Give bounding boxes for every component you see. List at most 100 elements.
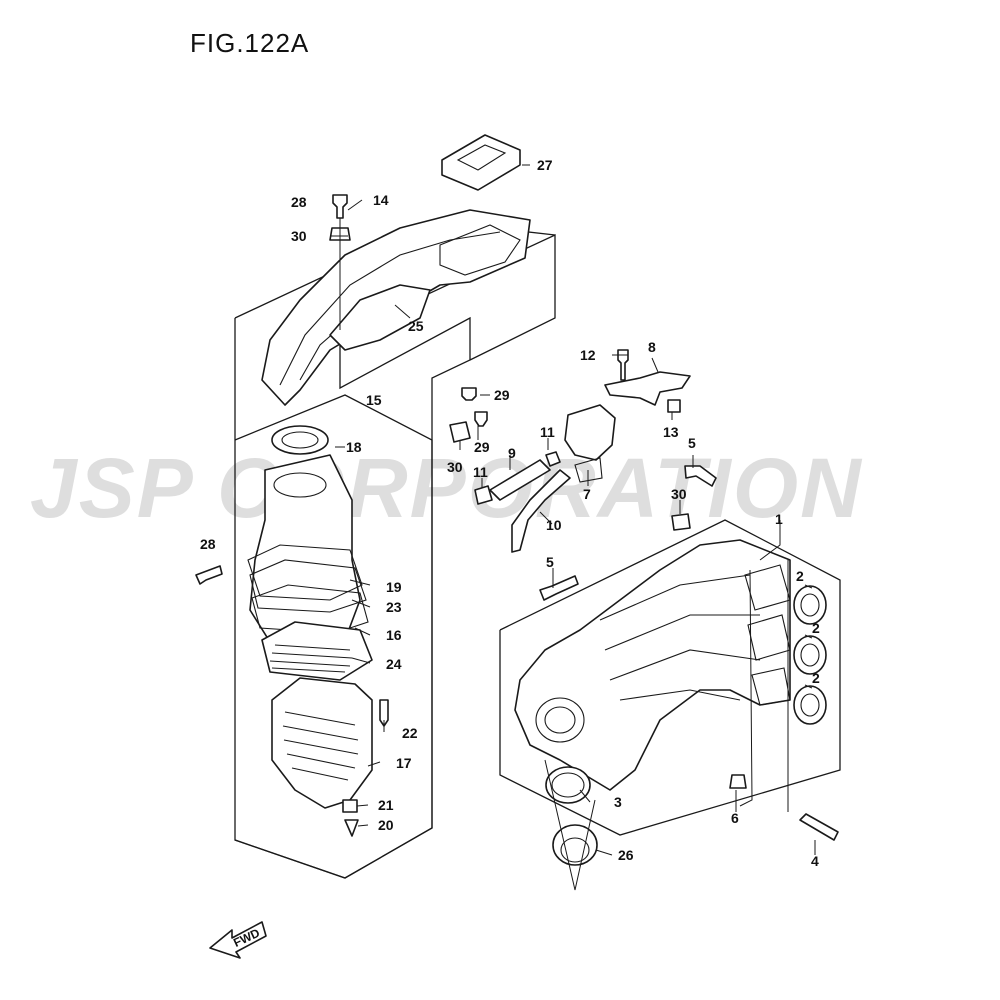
hose-9 (489, 459, 551, 501)
callout-5: 5 (546, 554, 554, 570)
cap-26-inner (560, 837, 590, 863)
callout-17: 17 (396, 755, 412, 771)
callout-9: 9 (508, 445, 516, 461)
leader-cap-26 (544, 759, 596, 891)
callout-2: 2 (812, 620, 820, 636)
callout-11: 11 (473, 464, 488, 480)
callout-18: 18 (346, 439, 362, 455)
oring-3-inner (551, 772, 585, 798)
airbox-upper-flange (247, 544, 363, 601)
clip-29b (474, 411, 488, 427)
nut-13 (667, 399, 681, 413)
gasket-2a-inner (800, 593, 820, 617)
grommet-6 (729, 774, 747, 789)
callout-4: 4 (811, 853, 819, 869)
manifold-1 (514, 539, 791, 791)
callout-29: 29 (474, 439, 490, 455)
drain-21 (342, 799, 358, 813)
figure-title: FIG.122A (190, 28, 310, 58)
gasket-2c (793, 685, 827, 725)
gasket-23 (251, 584, 369, 634)
duct-insert-25 (329, 284, 431, 351)
callout-30: 30 (671, 486, 687, 502)
manifold-1-ports (744, 564, 791, 706)
airbox-lower-ribs (282, 711, 359, 781)
callout-11: 11 (540, 424, 555, 440)
duct-cover-14-rib (279, 231, 501, 386)
callout-30: 30 (291, 228, 307, 244)
drain-cap-20 (344, 819, 359, 837)
callout-27: 27 (537, 157, 553, 173)
clamp-11a (545, 451, 561, 467)
screw-22 (379, 699, 389, 727)
airbox-upper-neck (273, 472, 327, 498)
stud-4 (799, 813, 839, 841)
bolt-5-upper (684, 465, 717, 487)
callout-6: 6 (731, 810, 739, 826)
ring-18-inner (281, 431, 319, 449)
callout-16: 16 (386, 627, 402, 643)
grommet-30-mid (449, 421, 471, 443)
callout-10: 10 (546, 517, 562, 533)
bolt-28-top (332, 194, 348, 219)
callout-26: 26 (618, 847, 634, 863)
cap-26 (552, 824, 598, 866)
manifold-1-throttle-inner (544, 706, 576, 734)
seal-27-inner (456, 144, 507, 171)
fwd-arrow-shape (209, 921, 267, 959)
valve-7-body (574, 457, 603, 483)
grommet-30-right (671, 513, 691, 531)
gasket-2a (793, 585, 827, 625)
callout-28: 28 (200, 536, 216, 552)
frame-airbox (234, 394, 433, 879)
frame-manifold (499, 519, 841, 836)
airbox-lower-17 (271, 677, 373, 809)
callout-labels: 27 28 14 30 25 29 15 18 29 30 12 8 13 11… (200, 157, 820, 869)
filter-24 (261, 621, 373, 681)
callout-3: 3 (614, 794, 622, 810)
callout-19: 19 (386, 579, 402, 595)
callout-30: 30 (447, 459, 463, 475)
callout-14: 14 (373, 192, 389, 208)
callout-21: 21 (378, 797, 394, 813)
callout-7: 7 (583, 486, 591, 502)
callout-25: 25 (408, 318, 424, 334)
fwd-arrow: FWD (209, 921, 267, 959)
hose-10 (511, 469, 571, 553)
callout-12: 12 (580, 347, 596, 363)
callout-1: 1 (775, 511, 783, 527)
bolt-12 (617, 349, 629, 381)
oring-3 (545, 766, 591, 804)
valve-7 (564, 404, 616, 461)
callout-13: 13 (663, 424, 679, 440)
gasket-19 (249, 559, 367, 613)
airbox-upper (249, 454, 361, 651)
callout-8: 8 (648, 339, 656, 355)
leader-manifold-1 (739, 525, 789, 812)
seal-27 (441, 134, 521, 191)
callout-20: 20 (378, 817, 394, 833)
watermark: JSP CORPORATION (30, 441, 863, 535)
callout-24: 24 (386, 656, 402, 672)
gasket-2b-inner (800, 643, 820, 667)
callout-23: 23 (386, 599, 402, 615)
bracket-8 (604, 371, 691, 406)
clip-29a (461, 387, 477, 401)
callout-28: 28 (291, 194, 307, 210)
bolt-28-left (195, 565, 223, 585)
manifold-1-throttle (535, 697, 585, 743)
callout-15: 15 (366, 392, 382, 408)
duct-cover-14-port (439, 224, 521, 276)
gasket-2c-inner (800, 693, 820, 717)
callout-29: 29 (494, 387, 510, 403)
callout-2: 2 (812, 670, 820, 686)
ring-18 (271, 425, 329, 455)
filter-24-pleats (269, 644, 353, 673)
clamp-11b (474, 485, 493, 505)
gasket-2b (793, 635, 827, 675)
callout-2: 2 (796, 568, 804, 584)
manifold-1-runners (599, 574, 761, 701)
bolt-5-lower (539, 575, 579, 601)
